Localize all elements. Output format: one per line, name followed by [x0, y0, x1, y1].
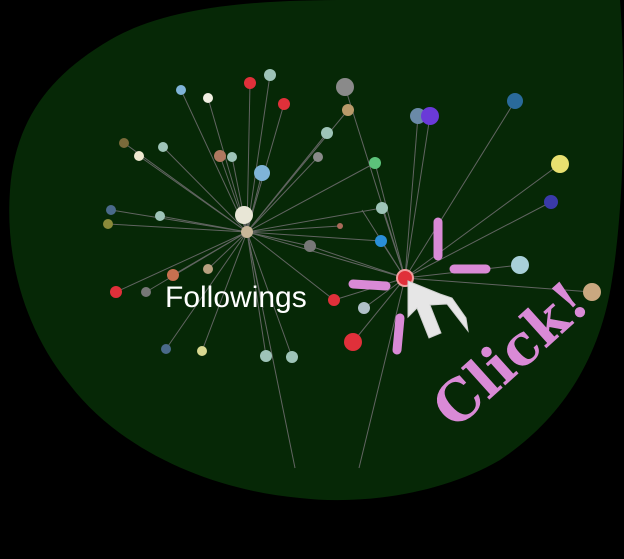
node[interactable]	[227, 152, 237, 162]
node[interactable]	[119, 138, 129, 148]
node[interactable]	[342, 104, 354, 116]
mouse-pointer-icon	[407, 280, 469, 339]
node[interactable]	[507, 93, 523, 109]
node[interactable]	[203, 93, 213, 103]
node[interactable]	[583, 283, 601, 301]
node[interactable]	[313, 152, 323, 162]
node[interactable]	[375, 235, 387, 247]
node[interactable]	[106, 205, 116, 215]
node[interactable]	[376, 202, 388, 214]
node[interactable]	[304, 240, 316, 252]
nodes[interactable]	[103, 69, 601, 363]
node[interactable]	[141, 287, 151, 297]
node[interactable]	[286, 351, 298, 363]
node[interactable]	[344, 333, 362, 351]
node[interactable]	[158, 142, 168, 152]
followings-label: Followings	[165, 281, 307, 314]
node[interactable]	[167, 269, 179, 281]
node[interactable]	[161, 344, 171, 354]
node[interactable]	[336, 78, 354, 96]
node[interactable]	[551, 155, 569, 173]
node[interactable]	[235, 206, 253, 224]
node[interactable]	[511, 256, 529, 274]
node[interactable]	[244, 77, 256, 89]
node[interactable]	[103, 219, 113, 229]
node[interactable]	[110, 286, 122, 298]
node[interactable]	[421, 107, 439, 125]
node[interactable]	[134, 151, 144, 161]
node[interactable]	[544, 195, 558, 209]
node[interactable]	[337, 223, 343, 229]
node[interactable]	[203, 264, 213, 274]
node[interactable]	[214, 150, 226, 162]
node[interactable]	[260, 350, 272, 362]
node[interactable]	[197, 346, 207, 356]
click-burst-icon	[348, 217, 491, 355]
node[interactable]	[264, 69, 276, 81]
node[interactable]	[155, 211, 165, 221]
node[interactable]	[176, 85, 186, 95]
graph-area-blob	[9, 0, 624, 501]
node-left-hub[interactable]	[241, 226, 253, 238]
node[interactable]	[369, 157, 381, 169]
node[interactable]	[278, 98, 290, 110]
node[interactable]	[321, 127, 333, 139]
node[interactable]	[328, 294, 340, 306]
node[interactable]	[358, 302, 370, 314]
node[interactable]	[254, 165, 270, 181]
